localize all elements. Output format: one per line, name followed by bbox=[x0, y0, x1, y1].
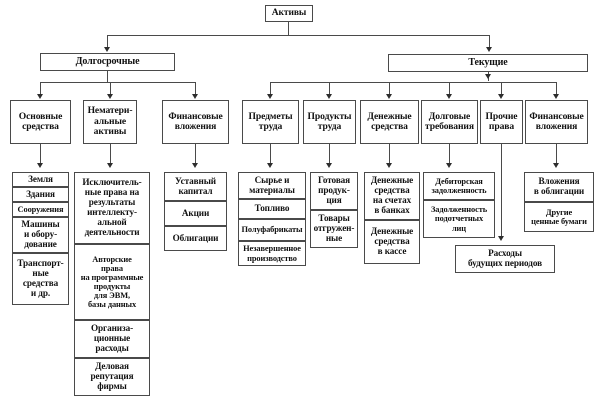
leaf-structures: Сооружения bbox=[12, 202, 69, 217]
leaf-copyrights-software: Авторские права на программные продукты … bbox=[74, 244, 150, 320]
arrow-intangible-assets bbox=[107, 94, 113, 99]
leaf-shares: Акции bbox=[164, 201, 227, 226]
leaf-other-securities: Другие ценные бумаги bbox=[524, 202, 594, 232]
arrow-current-stem bbox=[485, 74, 491, 79]
leaf-accountable-persons-debt: Задолженность подотчетных лиц bbox=[423, 200, 495, 238]
connector-current-c4 bbox=[449, 82, 450, 95]
leaf-machines-equipment: Машины и обору- дование bbox=[12, 217, 69, 253]
arrow-objects-of-labor bbox=[267, 94, 273, 99]
connector-current-c1 bbox=[270, 82, 271, 95]
connector-products-down bbox=[329, 144, 330, 165]
arrow-debt-claims bbox=[446, 94, 452, 99]
arrow-to-longterm bbox=[104, 47, 110, 52]
arrow-fin-lt-leaves bbox=[192, 163, 198, 168]
leaf-exclusive-rights: Исключитель- ные права на результаты инт… bbox=[74, 172, 150, 244]
leaf-goods-shipped: Товары отгружен- ные bbox=[310, 210, 358, 248]
connector-objects-down bbox=[270, 144, 271, 165]
leaf-deferred-expenses: Расходы будущих периодов bbox=[455, 245, 555, 273]
connector-current-c2 bbox=[329, 82, 330, 95]
leaf-bond-investments: Вложения в облигации bbox=[524, 172, 594, 202]
node-cash: Денежные средства bbox=[360, 100, 419, 144]
connector-longterm-stem bbox=[107, 71, 108, 82]
connector-longterm-c1 bbox=[40, 82, 41, 95]
connector-current-c5 bbox=[501, 82, 502, 95]
arrow-cash-leaves bbox=[386, 163, 392, 168]
connector-fin-lt-down bbox=[195, 144, 196, 165]
connector-root-stem bbox=[288, 22, 289, 35]
node-objects-of-labor: Предметы труда bbox=[242, 100, 299, 144]
arrow-financial-investments-lt bbox=[192, 94, 198, 99]
arrow-to-current bbox=[486, 47, 492, 52]
leaf-vehicles-other: Транспорт- ные средства и др. bbox=[12, 253, 69, 305]
node-longterm-assets: Долгосрочные bbox=[40, 53, 175, 71]
connector-current-c6 bbox=[556, 82, 557, 95]
node-financial-investments-current: Финансовые вложения bbox=[525, 100, 588, 144]
node-current-assets: Текущие bbox=[388, 54, 588, 72]
leaf-buildings: Здания bbox=[12, 187, 69, 202]
leaf-finished-goods: Готовая продук- ция bbox=[310, 172, 358, 210]
node-assets-root: Активы bbox=[265, 5, 313, 22]
leaf-organizational-expenses: Организа- ционные расходы bbox=[74, 320, 150, 358]
node-other-rights: Прочие права bbox=[480, 100, 523, 144]
leaf-work-in-progress: Незавершенное производство bbox=[238, 241, 306, 266]
arrow-fixed-assets bbox=[37, 94, 43, 99]
leaf-charter-capital: Уставный капитал bbox=[164, 172, 227, 201]
node-fixed-assets: Основные средства bbox=[10, 100, 71, 144]
connector-intangible-down bbox=[110, 144, 111, 165]
connector-longterm-c3 bbox=[195, 82, 196, 95]
leaf-raw-materials: Сырье и материалы bbox=[238, 172, 306, 199]
arrow-objects-leaves bbox=[267, 163, 273, 168]
connector-longterm-bus bbox=[40, 82, 195, 83]
connector-longterm-c2 bbox=[110, 82, 111, 95]
leaf-bonds: Облигации bbox=[164, 226, 227, 251]
connector-root-bus bbox=[107, 35, 489, 36]
leaf-semi-finished: Полуфабрикаты bbox=[238, 219, 306, 241]
leaf-goodwill: Деловая репутация фирмы bbox=[74, 358, 150, 396]
connector-current-bus bbox=[270, 82, 556, 83]
leaf-accounts-receivable: Дебиторская задолженность bbox=[423, 172, 495, 200]
connector-cash-down bbox=[389, 144, 390, 165]
node-intangible-assets: Нематери- альные активы bbox=[83, 100, 137, 144]
arrow-other-rights-leaves bbox=[498, 236, 504, 241]
leaf-fuel: Топливо bbox=[238, 199, 306, 219]
node-debt-claims: Долговые требования bbox=[421, 100, 478, 144]
arrow-products-of-labor bbox=[326, 94, 332, 99]
leaf-land: Земля bbox=[12, 172, 69, 187]
connector-other-rights-down bbox=[501, 144, 502, 238]
arrow-fixed-assets-leaves bbox=[37, 163, 43, 168]
arrow-fin-cur-leaves bbox=[553, 163, 559, 168]
arrow-products-leaves bbox=[326, 163, 332, 168]
leaf-cash-on-hand: Денежные средства в кассе bbox=[364, 220, 420, 264]
node-financial-investments-longterm: Финансовые вложения bbox=[162, 100, 229, 144]
connector-to-current bbox=[489, 35, 490, 48]
connector-fin-cur-down bbox=[556, 144, 557, 165]
arrow-cash bbox=[386, 94, 392, 99]
arrow-other-rights bbox=[498, 94, 504, 99]
arrow-financial-investments-cur bbox=[553, 94, 559, 99]
connector-fixed-assets-down bbox=[40, 144, 41, 165]
node-products-of-labor: Продукты труда bbox=[303, 100, 356, 144]
leaf-cash-in-banks: Денежные средства на счетах в банках bbox=[364, 172, 420, 220]
connector-to-longterm bbox=[107, 35, 108, 48]
connector-current-c3 bbox=[389, 82, 390, 95]
connector-debt-down bbox=[449, 144, 450, 165]
arrow-debt-leaves bbox=[446, 163, 452, 168]
arrow-intangible-leaves bbox=[107, 163, 113, 168]
